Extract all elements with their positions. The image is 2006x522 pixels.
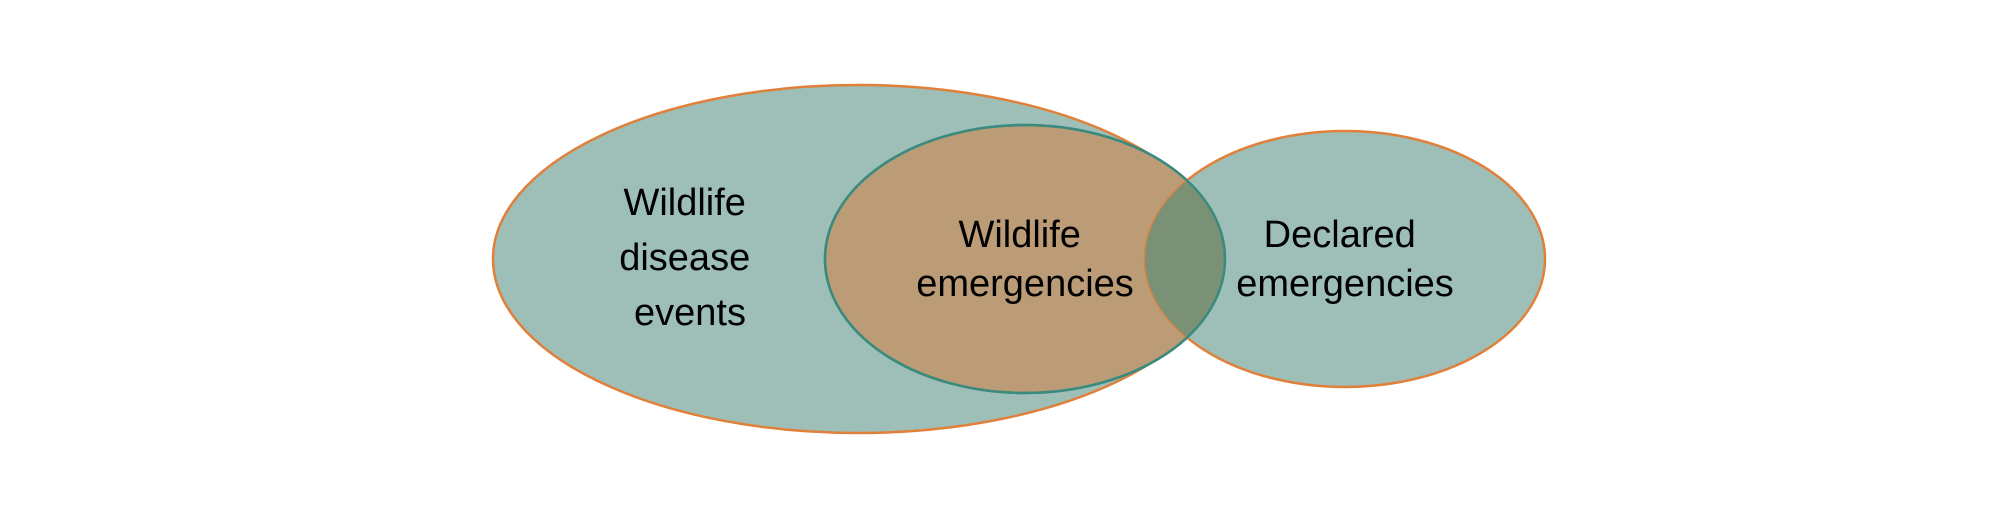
label-line: Wildlife bbox=[958, 214, 1080, 256]
label-line: events bbox=[634, 292, 746, 334]
label-line: disease bbox=[619, 237, 750, 279]
label-line: emergencies bbox=[916, 263, 1134, 305]
declared-emergencies-label: Declared emergencies bbox=[1236, 214, 1454, 305]
label-line: emergencies bbox=[1236, 263, 1454, 305]
wildlife-emergencies-label: Wildlife emergencies bbox=[916, 214, 1134, 305]
label-line: Wildlife bbox=[623, 182, 745, 224]
wildlife-emergencies-outline bbox=[823, 123, 1227, 395]
label-line: Declared bbox=[1264, 214, 1416, 256]
wildlife-disease-events-label: Wildlife disease events bbox=[619, 182, 761, 334]
